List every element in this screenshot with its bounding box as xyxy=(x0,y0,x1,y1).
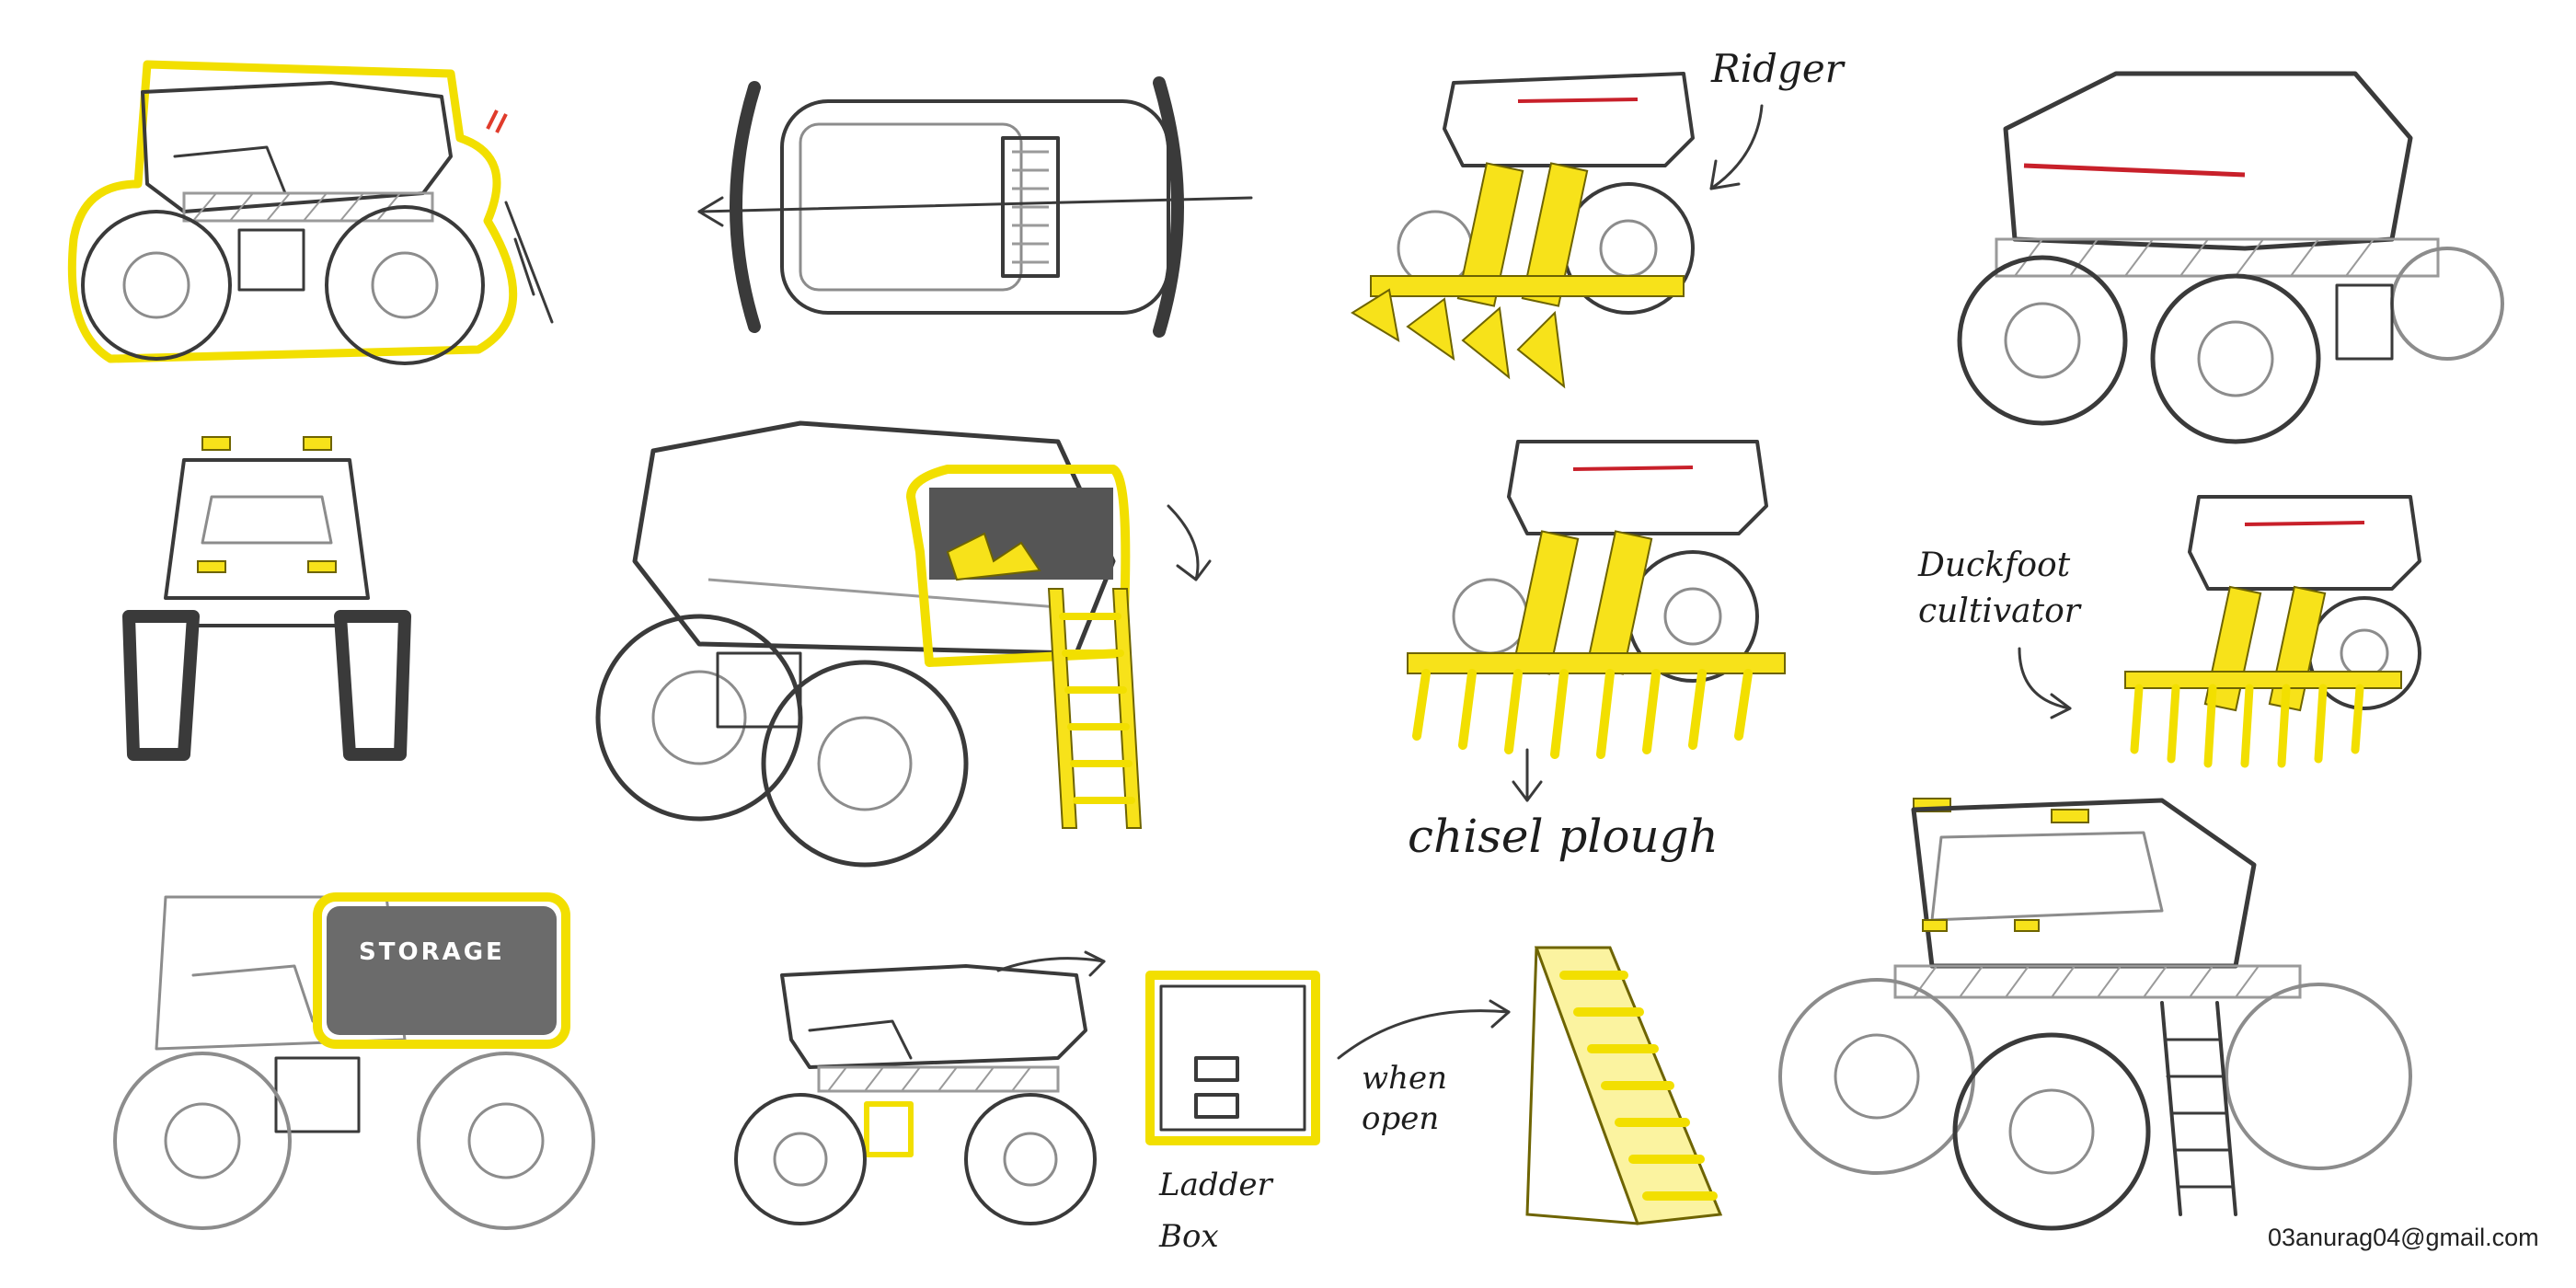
opened-ladder-sketch xyxy=(1509,938,1730,1233)
small-side-view-sketch xyxy=(727,957,1113,1233)
ladder-sketch xyxy=(1047,588,1143,829)
top-view-sketch xyxy=(697,69,1253,345)
ladder-box-sketch xyxy=(1141,966,1325,1150)
duckfoot-arrow-icon xyxy=(2010,644,2084,719)
center-ladder-vehicle-sketch xyxy=(561,414,1224,892)
duckfoot-cultivator-label: Duckfoot cultivator xyxy=(1918,546,2080,630)
chisel-plough-attachment-sketch xyxy=(1389,432,1794,773)
chisel-plough-arrow-icon xyxy=(1504,745,1550,810)
perspective-vehicle-sketch xyxy=(1932,64,2504,451)
storage-label: STORAGE xyxy=(359,938,505,966)
contact-email: 03anurag04@gmail.com xyxy=(2268,1224,2539,1251)
duckfoot-cultivator-attachment-sketch xyxy=(2107,488,2438,782)
when-open-arrow-icon xyxy=(1334,994,1518,1067)
front-view-sketch xyxy=(120,432,414,764)
ridger-label: Ridger xyxy=(1711,46,1844,91)
ridger-attachment-sketch xyxy=(1334,64,1739,396)
small-side-arrow-icon xyxy=(994,948,1113,984)
storage-side-view-sketch xyxy=(92,883,626,1251)
side-view-sketch xyxy=(55,55,570,377)
when-open-label: when open xyxy=(1362,1060,1448,1137)
ridger-arrow-icon xyxy=(1702,101,1776,202)
ladder-box-label: Ladder Box xyxy=(1159,1167,1272,1255)
bottom-perspective-vehicle-sketch xyxy=(1776,782,2456,1233)
chisel-plough-label: chisel plough xyxy=(1408,810,1719,863)
